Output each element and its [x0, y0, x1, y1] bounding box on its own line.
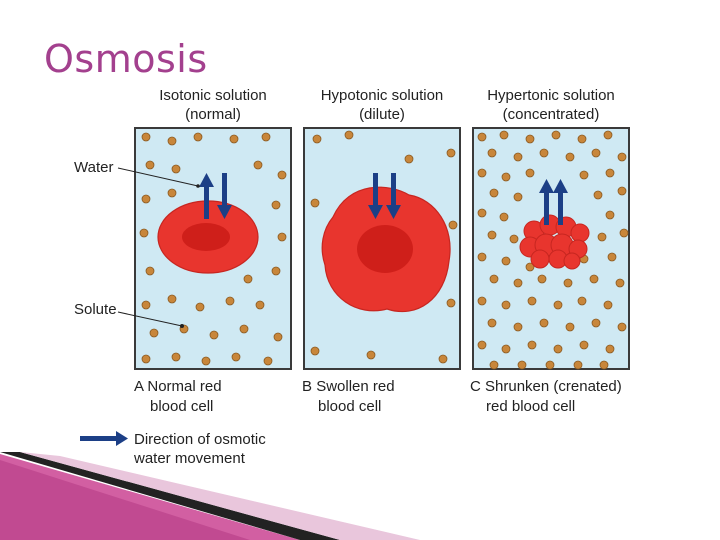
osmosis-arrows: [199, 173, 232, 219]
panel-hypertonic: [472, 127, 630, 370]
header-hypotonic-line2: (dilute): [359, 106, 405, 123]
header-hypertonic: Hypertonic solution (concentrated): [466, 86, 636, 124]
solute-particles: [310, 130, 458, 364]
caption-a-letter: A: [134, 378, 144, 395]
solute-particles: [477, 130, 629, 370]
header-hypotonic-line1: Hypotonic solution: [320, 87, 444, 104]
caption-c-line1: Shrunken (crenated): [485, 378, 622, 395]
caption-b-line1: Swollen red: [316, 378, 395, 395]
panel-hypotonic: [303, 127, 461, 370]
red-blood-cell-crenated: [519, 214, 590, 270]
osmosis-arrows: [368, 173, 401, 219]
legend-line2: water movement: [134, 450, 245, 467]
label-water: Water: [74, 159, 114, 176]
slide-title: Osmosis: [44, 37, 208, 81]
caption-c-letter: C: [470, 378, 481, 395]
header-hypertonic-line1: Hypertonic solution: [487, 87, 615, 104]
caption-b-line2: blood cell: [318, 398, 382, 415]
header-isotonic: Isotonic solution (normal): [128, 86, 298, 124]
header-hypotonic: Hypotonic solution (dilute): [297, 86, 467, 124]
legend-line1: Direction of osmotic: [134, 431, 266, 448]
caption-a-line1: Normal red: [147, 378, 222, 395]
caption-c-line2: red blood cell: [486, 398, 576, 415]
label-solute: Solute: [74, 301, 117, 318]
caption-b: B Swollen red blood cell: [302, 377, 395, 417]
caption-b-letter: B: [302, 378, 313, 395]
header-hypertonic-line2: (concentrated): [502, 106, 600, 123]
header-isotonic-line2: (normal): [185, 106, 241, 123]
caption-a-line2: blood cell: [150, 398, 214, 415]
header-isotonic-line1: Isotonic solution: [159, 87, 267, 104]
caption-c: C Shrunken (crenated) red blood cell: [470, 377, 622, 417]
caption-a: A Normal red blood cell: [134, 377, 222, 417]
legend: Direction of osmotic water movement: [134, 430, 266, 468]
osmosis-arrows: [539, 179, 568, 225]
solute-particles: [139, 132, 287, 366]
red-blood-cell-swollen: [321, 186, 451, 313]
panel-isotonic: [134, 127, 292, 370]
red-blood-cell-normal: [157, 200, 259, 274]
